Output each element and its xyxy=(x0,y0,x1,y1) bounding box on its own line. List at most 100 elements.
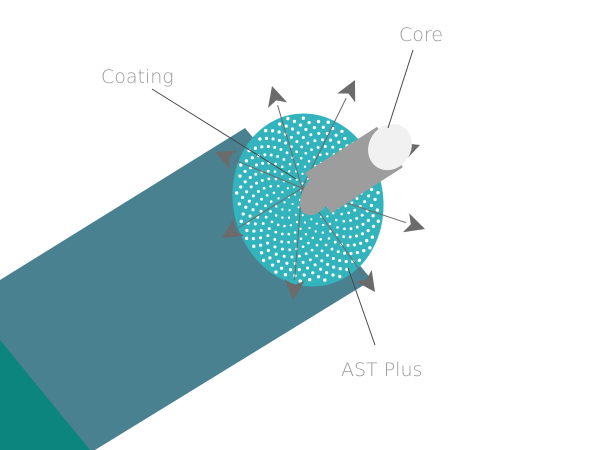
ast-plus-particle xyxy=(280,165,284,169)
ast-plus-particle xyxy=(376,219,380,223)
ast-plus-particle xyxy=(282,158,286,161)
ast-plus-particle xyxy=(245,228,249,233)
ast-plus-particle xyxy=(326,215,329,218)
arrow-head-icon xyxy=(284,279,305,300)
ast-plus-particle xyxy=(249,185,253,189)
ast-plus-particle xyxy=(244,205,248,209)
ast-plus-particle xyxy=(253,222,257,226)
ast-plus-particle xyxy=(371,214,375,218)
ast-plus-particle xyxy=(340,129,344,134)
ast-plus-particle xyxy=(334,218,338,222)
arrow-head-icon xyxy=(222,218,245,238)
ast-plus-particle xyxy=(290,127,295,131)
ast-plus-particle xyxy=(289,135,293,139)
ast-plus-particle xyxy=(344,259,348,264)
ast-plus-particle xyxy=(265,194,269,197)
ast-plus-particle xyxy=(252,244,256,248)
ast-plus-particle xyxy=(260,178,264,182)
ast-plus-particle xyxy=(349,251,353,255)
ast-plus-particle xyxy=(367,194,371,198)
ast-plus-particle xyxy=(349,219,352,222)
ast-plus-particle xyxy=(274,252,278,256)
ast-plus-particle xyxy=(331,145,335,149)
ast-plus-particle xyxy=(359,241,363,245)
ast-plus-particle xyxy=(247,199,251,203)
ast-plus-particle xyxy=(252,229,256,233)
ast-plus-particle xyxy=(336,250,340,254)
ast-plus-particle xyxy=(286,116,290,121)
ast-plus-particle xyxy=(308,226,311,230)
ast-plus-particle xyxy=(307,241,310,245)
ast-plus-particle xyxy=(321,231,325,234)
core-label: Core xyxy=(399,24,443,46)
ast-plus-particle xyxy=(349,227,353,231)
arrow-shaft xyxy=(233,159,303,189)
ast-plus-particle xyxy=(241,212,245,216)
ast-plus-particle xyxy=(243,169,247,174)
ast-plus-particle xyxy=(314,230,317,233)
ast-plus-particle xyxy=(258,137,262,141)
ast-plus-particle xyxy=(283,201,286,204)
ast-plus-particle xyxy=(283,273,288,277)
ast-plus-particle xyxy=(347,211,351,215)
ast-plus-particle xyxy=(312,155,316,159)
ast-plus-particle xyxy=(259,251,264,255)
core-end-cap xyxy=(368,123,412,171)
ast-plus-particle xyxy=(306,266,310,270)
ast-plus-particle xyxy=(342,219,346,223)
ast-plus-particle xyxy=(326,120,330,124)
arrow-head-icon xyxy=(402,213,425,233)
ast-plus-particle xyxy=(315,222,318,225)
ast-plus-particle xyxy=(310,248,314,252)
ast-plus-particle xyxy=(338,267,342,271)
ast-plus-particle xyxy=(269,184,273,188)
ast-plus-particle xyxy=(281,208,284,211)
ast-plus-particle xyxy=(286,187,289,190)
ast-plus-particle xyxy=(360,213,364,217)
ast-plus-particle xyxy=(318,153,322,157)
ast-plus-particle xyxy=(312,126,316,130)
ast-plus-particle xyxy=(304,252,308,256)
ast-plus-particle xyxy=(313,263,317,267)
ast-plus-particle xyxy=(288,248,292,252)
ast-plus-particle xyxy=(255,181,258,185)
ast-plus-particle xyxy=(357,258,362,262)
ast-plus-particle xyxy=(253,146,258,150)
ast-plus-particle xyxy=(326,253,329,257)
ast-plus-particle xyxy=(299,227,302,230)
ast-plus-particle xyxy=(304,232,308,236)
ast-plus-particle xyxy=(268,256,272,260)
ast-plus-particle xyxy=(370,235,375,239)
arrow-head-icon xyxy=(215,150,238,169)
ast-plus-particle xyxy=(316,275,321,279)
ast-plus-particle xyxy=(355,197,359,200)
ast-plus-particle xyxy=(263,153,267,157)
ast-plus-particle xyxy=(376,191,380,195)
arrow-shaft xyxy=(238,187,303,228)
ast-plus-particle xyxy=(264,204,267,208)
ast-plus-particle xyxy=(329,138,333,142)
ast-plus-particle xyxy=(281,216,284,219)
ast-plus-particle xyxy=(325,152,329,156)
arrow-head-icon xyxy=(355,269,375,292)
ast-plus-particle xyxy=(315,254,319,258)
ast-plus-particle xyxy=(317,131,321,135)
ast-plus-particle xyxy=(287,240,290,244)
ast-plus-particle xyxy=(264,136,269,141)
ast-plus-particle xyxy=(235,191,239,195)
ast-plus-particle xyxy=(277,197,280,200)
ast-plus-particle xyxy=(348,235,352,239)
ast-plus-particle xyxy=(344,204,348,208)
ast-plus-particle xyxy=(274,270,278,274)
ast-plus-particle xyxy=(279,266,284,270)
ast-plus-particle xyxy=(288,209,291,212)
ast-plus-particle xyxy=(251,236,256,241)
ast-plus-particle xyxy=(297,268,301,272)
ast-plus-particle xyxy=(285,151,289,155)
ast-plus-particle xyxy=(296,163,300,166)
ast-plus-particle xyxy=(309,133,313,137)
ast-plus-particle xyxy=(266,241,270,245)
ast-plus-particle xyxy=(264,215,268,219)
ast-plus-particle xyxy=(244,236,249,240)
